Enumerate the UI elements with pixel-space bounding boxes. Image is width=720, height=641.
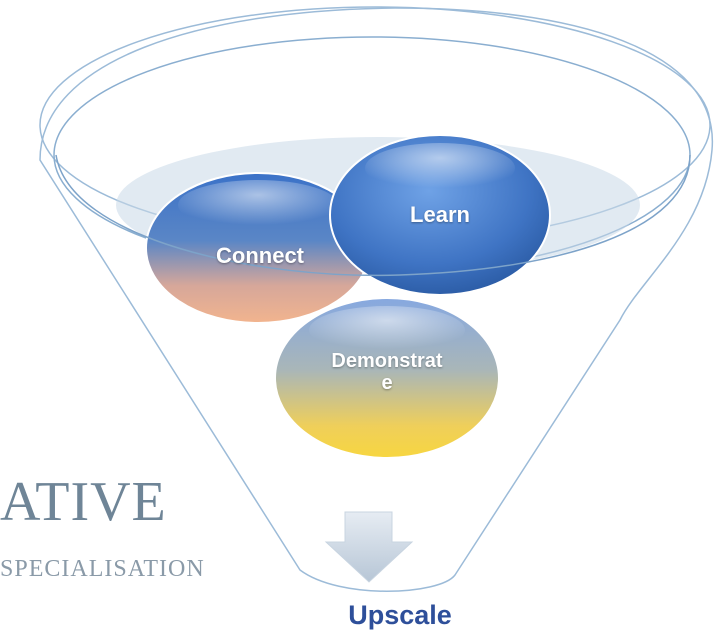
funnel-rim-front [55, 154, 691, 277]
demonstrate-label-line2: e [381, 372, 393, 394]
learn-bubble-shine [365, 143, 515, 193]
down-arrow-icon [324, 511, 414, 583]
demonstrate-label-line1: Demonstrat [331, 350, 443, 372]
connect-bubble-shine [178, 180, 338, 230]
demonstrate-label: Demonstrat e [302, 350, 472, 394]
demonstrate-bubble-shine [309, 306, 465, 354]
connect-label: Connect [216, 243, 304, 268]
learn-label: Learn [410, 202, 470, 227]
background-title-fragment: ATIVE [0, 471, 167, 533]
background-subtitle-fragment: SPECIALISATION [0, 556, 205, 582]
upscale-label: Upscale [348, 600, 452, 630]
